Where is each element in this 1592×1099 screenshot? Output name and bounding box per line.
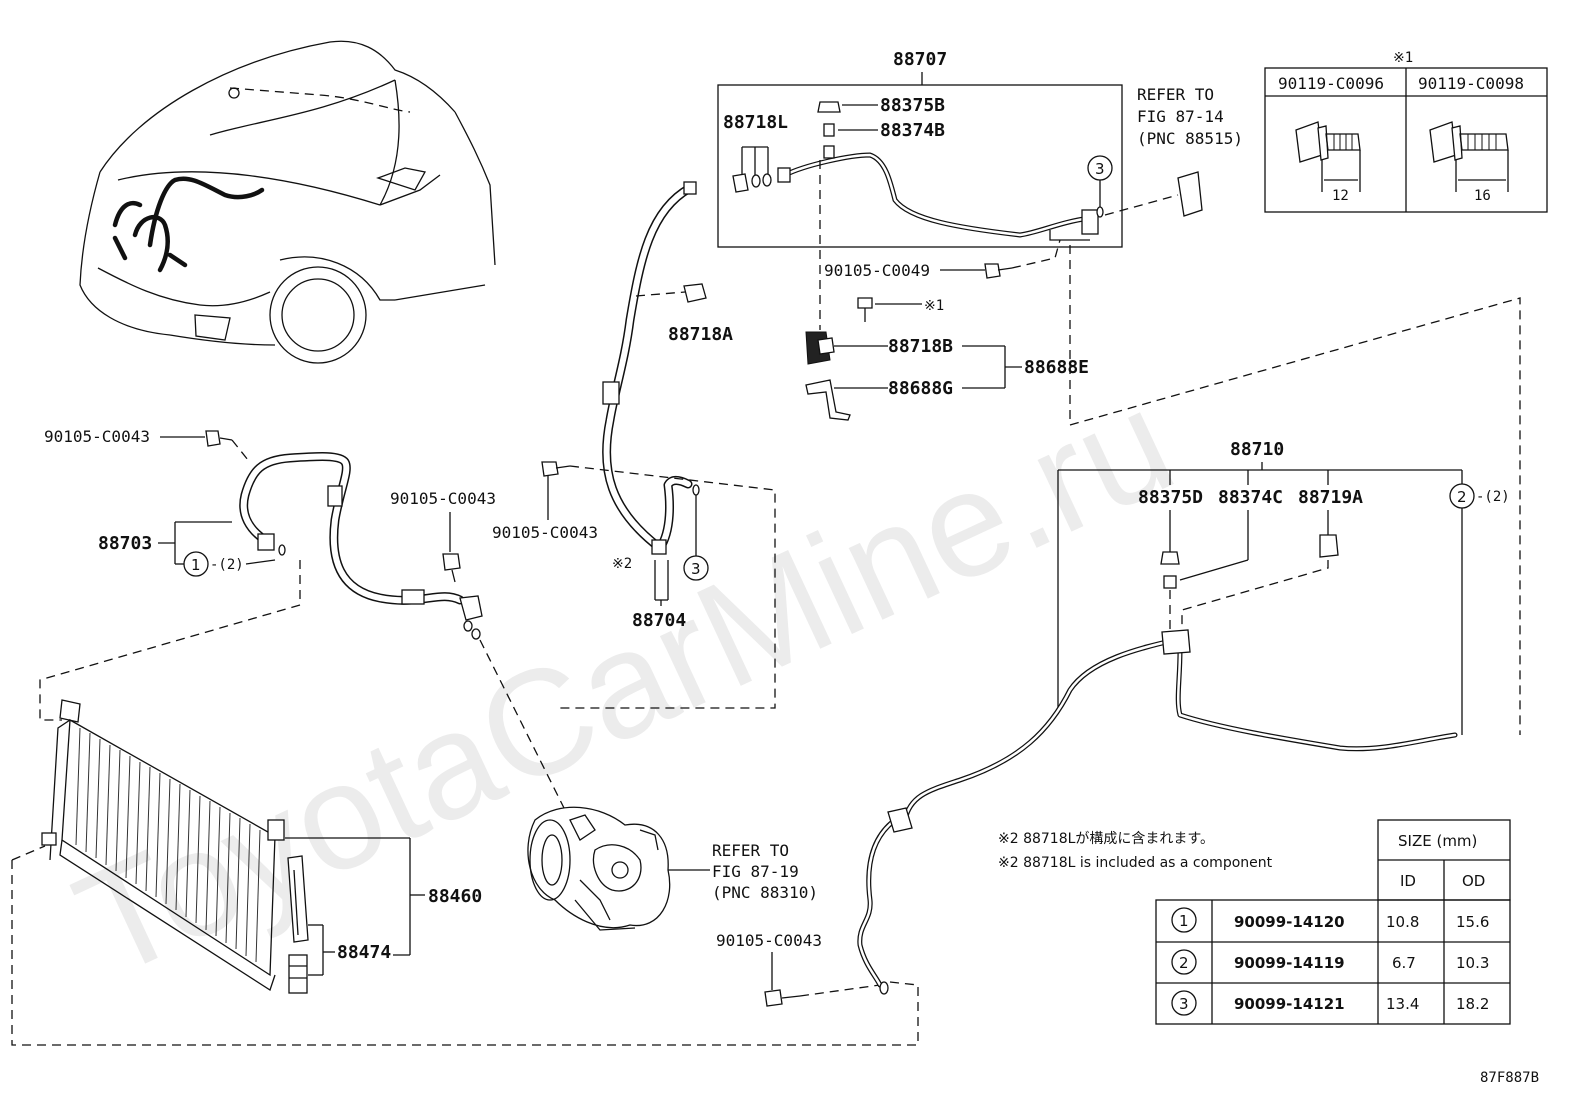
svg-text:6.7: 6.7 [1392,954,1416,972]
notes: ※2 88718Lが構成に含まれます。 ※2 88718L is include… [998,831,1273,871]
bracket-group: 90105-C0049 ※1 88718B 88688G 88688E [805,160,1521,735]
svg-text:15.6: 15.6 [1456,913,1489,931]
figure-code: 87F887B [1480,1070,1539,1086]
label-88703: 88703 [98,533,152,554]
svg-text:REFER TO: REFER TO [1137,85,1214,104]
label-88710: 88710 [1230,439,1284,460]
svg-text:REFER TO: REFER TO [712,841,789,860]
label-88719A: 88719A [1298,487,1363,508]
qty-2: -(2) [1476,489,1510,505]
label-88688G: 88688G [888,378,953,399]
note-jp: ※2 88718Lが構成に含まれます。 [998,831,1214,847]
circle-2-top: 2 [1457,488,1467,506]
size-col-od: OD [1462,872,1485,890]
label-88718L: 88718L [723,112,788,133]
svg-text:90099-14121: 90099-14121 [1234,995,1345,1013]
label-88375B: 88375B [880,95,945,116]
label-88375D: 88375D [1138,487,1203,508]
svg-text:90099-14120: 90099-14120 [1234,913,1345,931]
svg-text:2: 2 [1179,954,1189,972]
label-90105-C0049: 90105-C0049 [824,261,930,280]
label-90105-C0043-b: 90105-C0043 [492,523,598,542]
size-table: SIZE (mm) ID OD 1 90099-14120 10.8 15.6 … [1155,819,1511,1025]
bolt-90105-C0043-d: 90105-C0043 [716,931,881,1007]
svg-text:(PNC 88515): (PNC 88515) [1137,129,1243,148]
label-88460: 88460 [428,886,482,907]
hose-88703: 90105-C0043 88703 1 -(2) 90105-C0043 [39,427,566,811]
label-88374C: 88374C [1218,487,1283,508]
bolt-col-2: 90119-C0098 [1418,74,1524,93]
svg-text:FIG 87-14: FIG 87-14 [1137,107,1224,126]
label-90105-C0043-c: 90105-C0043 [390,489,496,508]
label-88704: 88704 [632,610,686,631]
circle-3-top: 3 [1095,160,1105,178]
size-title: SIZE (mm) [1398,832,1477,850]
label-88688E: 88688E [1024,357,1089,378]
bolt-table: ※1 90119-C0096 90119-C0098 12 16 [1264,50,1548,213]
car-illustration [79,40,496,364]
svg-text:※1: ※1 [1393,50,1413,66]
label-88374B: 88374B [880,120,945,141]
condenser-88460: 88460 [11,699,919,1046]
group-88707: 88707 88718L 88375B 88374B 3 [717,49,1123,248]
star1-bolt: ※1 [924,298,944,314]
svg-text:(PNC 88310): (PNC 88310) [712,883,818,902]
dryer-88474: 88474 [287,855,410,994]
svg-text:10.8: 10.8 [1386,913,1419,931]
label-88718B: 88718B [888,336,953,357]
qty-1: -(2) [210,557,244,573]
star2-label: ※2 [612,556,632,572]
size-col-id: ID [1400,872,1416,890]
circle-3-mid: 3 [691,560,701,578]
svg-text:1: 1 [1179,912,1189,930]
note-en: ※2 88718L is included as a component [998,855,1273,871]
bolt-col-1: 90119-C0096 [1278,74,1384,93]
label-88474: 88474 [337,942,391,963]
svg-text:18.2: 18.2 [1456,995,1489,1013]
circle-1: 1 [191,556,201,574]
svg-text:13.4: 13.4 [1386,995,1419,1013]
size-row: 2 90099-14119 6.7 10.3 [1171,949,1489,975]
group-88710: 88710 88375D 88374C 88719A 2 -(2) [857,439,1510,995]
compressor: REFER TO FIG 87-19 (PNC 88310) [527,806,818,931]
svg-text:90099-14119: 90099-14119 [1234,954,1345,972]
svg-text:FIG 87-19: FIG 87-19 [712,862,799,881]
label-90105-C0043-d: 90105-C0043 [716,931,822,950]
label-88707: 88707 [893,49,947,70]
bolt-len-2: 16 [1474,188,1491,204]
svg-text:10.3: 10.3 [1456,954,1489,972]
hose-88704: 88718A 90105-C0043 ※2 88704 3 [492,181,776,709]
size-row: 3 90099-14121 13.4 18.2 [1171,990,1489,1016]
label-88718A: 88718A [668,324,733,345]
svg-text:3: 3 [1179,995,1189,1013]
label-90105-C0043-a: 90105-C0043 [44,427,150,446]
size-row: 1 90099-14120 10.8 15.6 [1171,907,1489,933]
bolt-len-1: 12 [1332,188,1349,204]
refer-fig-87-14: REFER TO FIG 87-14 (PNC 88515) [1104,85,1243,217]
